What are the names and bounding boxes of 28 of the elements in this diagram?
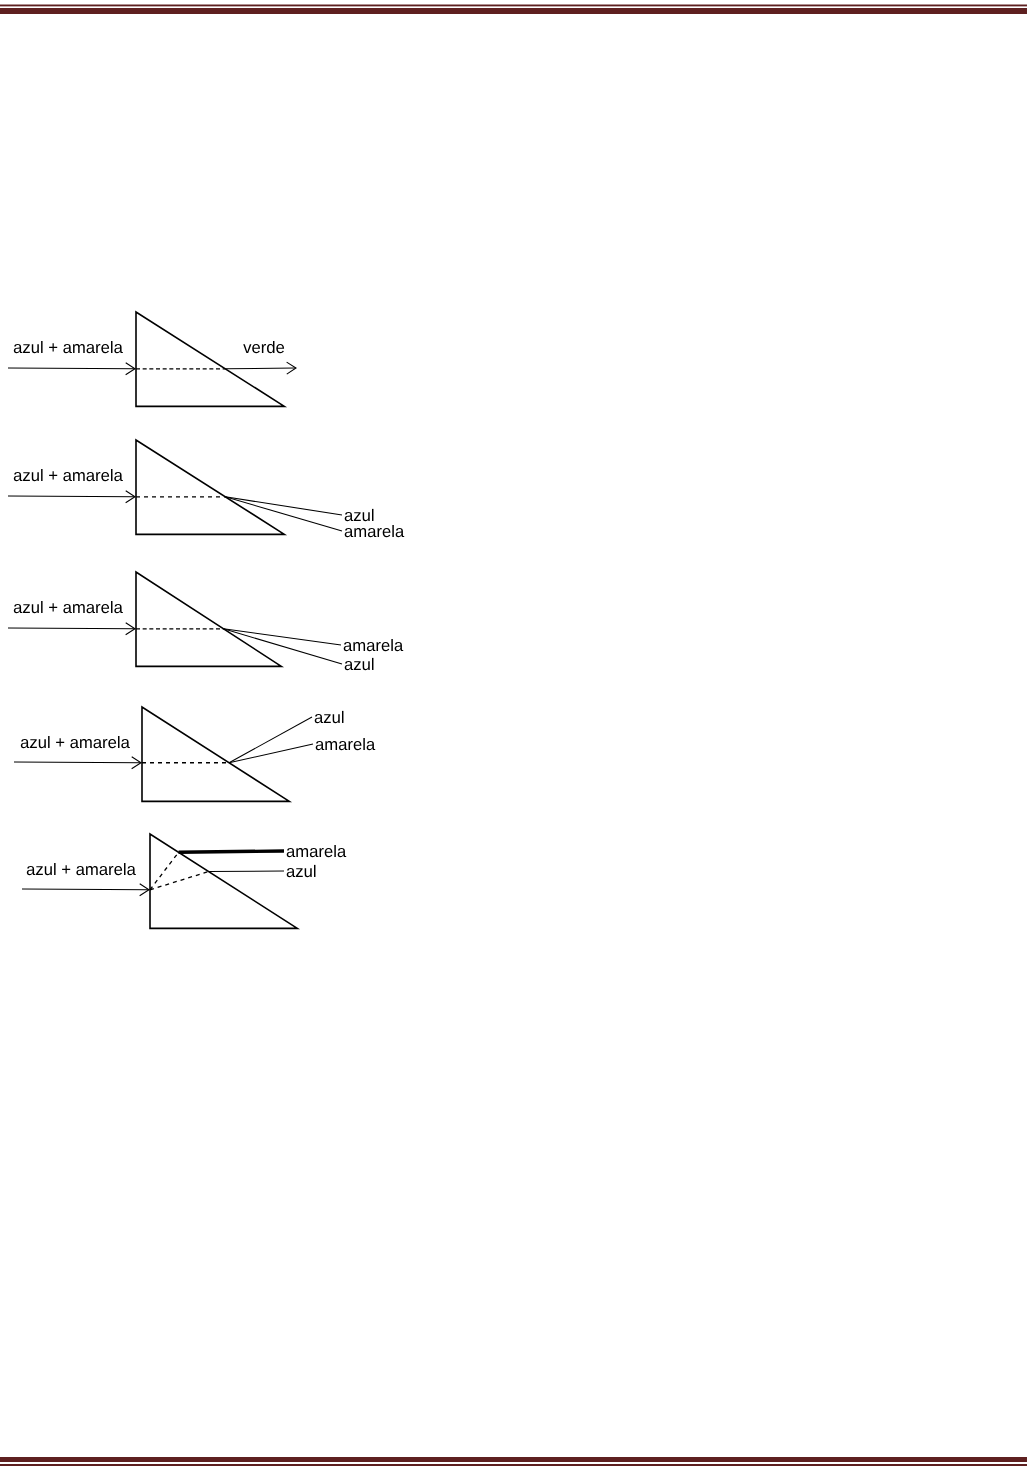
edge-label: azul + amarela — [11, 339, 125, 355]
light-ray — [224, 496, 343, 532]
edge-label: azul + amarela — [24, 861, 138, 877]
light-ray — [222, 628, 342, 646]
ray-label: amarela — [343, 638, 404, 652]
edge-label: verde — [241, 339, 287, 355]
light-ray — [224, 361, 297, 375]
light-ray — [224, 496, 343, 516]
light-ray — [7, 622, 136, 636]
ray-label: azul — [286, 864, 316, 878]
ray-label: azul — [314, 710, 344, 724]
ray-label: azul — [344, 657, 374, 671]
light-ray — [208, 870, 285, 873]
light-ray — [228, 743, 314, 764]
ray-label: azul — [344, 508, 374, 522]
ray-label: amarela — [315, 737, 376, 751]
light-ray — [7, 490, 136, 504]
light-ray — [7, 362, 136, 376]
ray-label: amarela — [286, 844, 347, 858]
light-ray — [13, 756, 142, 770]
ray-label: amarela — [344, 524, 405, 538]
edge-label: azul + amarela — [18, 734, 132, 750]
light-ray — [222, 628, 343, 665]
light-ray — [178, 849, 285, 855]
light-ray — [21, 883, 150, 897]
light-ray — [228, 716, 313, 764]
edge-label: azul + amarela — [11, 599, 125, 615]
edge-label: azul + amarela — [11, 467, 125, 483]
